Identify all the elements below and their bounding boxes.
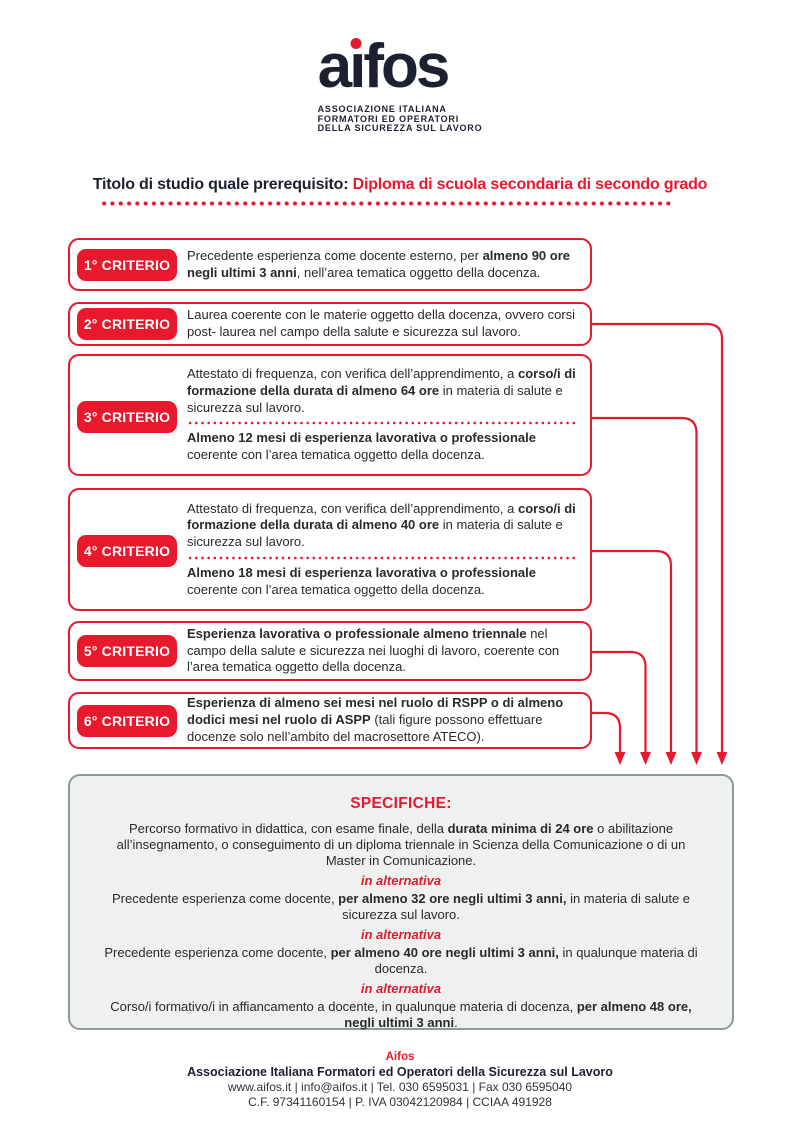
criterion-6-paragraph: Esperienza di almeno sei mesi nel ruolo …	[187, 695, 564, 744]
criterion-4-text: Attestato di frequenza, con verifica del…	[187, 490, 578, 609]
logo-red-dot-icon	[350, 38, 362, 49]
specifiche-box: SPECIFICHE: Percorso formativo in didatt…	[68, 774, 734, 1030]
criterion-5-paragraph: Esperienza lavorativa o professionale al…	[187, 625, 560, 675]
criterion-3-paragraph-1: Attestato di frequenza, con verifica del…	[187, 366, 576, 415]
connector-criterion-4	[592, 549, 673, 752]
criterion-box-4: 4° CRITERIO Attestato di frequenza, con …	[68, 488, 592, 611]
arrowhead-icon	[716, 752, 728, 765]
in-alternativa-label-1: in alternativa	[360, 872, 442, 888]
specifiche-paragraph-3: Precedente esperienza come docente, per …	[104, 945, 698, 976]
criterion-5-text: Esperienza lavorativa o professionale al…	[187, 623, 578, 679]
criterion-2-paragraph: Laurea coerente con le materie oggetto d…	[187, 307, 576, 339]
criterion-2-badge: 2° CRITERIO	[77, 308, 177, 340]
criterion-4-badge: 4° CRITERIO	[77, 535, 177, 567]
criterion-3-badge: 3° CRITERIO	[77, 401, 177, 433]
criterion-3-text: Attestato di frequenza, con verifica del…	[187, 356, 578, 474]
specifiche-paragraph-4: Corso/i formativo/i in affiancamento a d…	[110, 999, 692, 1030]
criterion-5-badge: 5° CRITERIO	[77, 635, 177, 667]
tagline-line-3: DELLA SICUREZZA SUL LAVORO	[317, 123, 483, 134]
specifiche-paragraph-2: Precedente esperienza come docente, per …	[111, 891, 691, 922]
criterion-3-dotted-separator	[187, 421, 578, 426]
tagline-line-2: FORMATORI ED OPERATORI	[317, 113, 460, 124]
connector-criterion-2	[592, 322, 724, 752]
footer-fiscal-data: C.F. 97341160154 | P. IVA 03042120984 | …	[248, 1095, 552, 1109]
criterion-6-text: Esperienza di almeno sei mesi nel ruolo …	[187, 694, 578, 747]
footer-contacts: www.aifos.it | info@aifos.it | Tel. 030 …	[227, 1080, 573, 1094]
arrowhead-icon	[691, 752, 702, 765]
footer: Aifos Associazione Italiana Formatori ed…	[0, 1051, 800, 1110]
criterion-3-paragraph-2: Almeno 12 mesi di esperienza lavorativa …	[187, 430, 536, 463]
footer-organization: Associazione Italiana Formatori ed Opera…	[187, 1065, 613, 1079]
criterion-box-3: 3° CRITERIO Attestato di frequenza, con …	[68, 354, 592, 476]
in-alternativa-label-2: in alternativa	[360, 926, 442, 942]
arrowhead-icon	[665, 752, 677, 765]
connector-criterion-6	[592, 711, 622, 752]
connector-criterion-3	[592, 416, 698, 752]
connector-criterion-5	[592, 650, 647, 752]
criterion-1-badge: 1° CRITERIO	[77, 248, 177, 281]
criterion-box-2: 2° CRITERIO Laurea coerente con le mater…	[68, 302, 592, 346]
criterion-4-paragraph-2: Almeno 18 mesi di esperienza lavorativa …	[187, 564, 536, 597]
title-highlight: Diploma di scuola secondaria di secondo …	[352, 176, 708, 193]
criterion-1-paragraph: Precedente esperienza come docente ester…	[187, 247, 571, 280]
logo-letter-i: ı	[349, 32, 366, 101]
logo-letter-a: a	[317, 32, 353, 101]
in-alternativa-label-3: in alternativa	[360, 980, 442, 996]
criterion-box-6: 6° CRITERIO Esperienza di almeno sei mes…	[68, 692, 592, 749]
criterion-6-badge: 6° CRITERIO	[77, 704, 177, 737]
page-title: Titolo di studio quale prerequisito: Dip…	[0, 176, 800, 194]
criterion-1-text: Precedente esperienza come docente ester…	[187, 240, 578, 289]
arrowhead-icon	[640, 752, 651, 765]
criterion-2-text: Laurea coerente con le materie oggetto d…	[187, 304, 578, 344]
arrowhead-icon	[614, 752, 626, 765]
criterion-4-paragraph-1: Attestato di frequenza, con verifica del…	[187, 500, 576, 550]
criterion-box-5: 5° CRITERIO Esperienza lavorativa o prof…	[68, 621, 592, 681]
criterion-box-1: 1° CRITERIO Precedente esperienza come d…	[68, 238, 592, 291]
specifiche-title: SPECIFICHE:	[350, 795, 452, 812]
logo-tagline: ASSOCIAZIONE ITALIANA FORMATORI ED OPERA…	[317, 104, 483, 134]
footer-brand: Aifos	[385, 1051, 415, 1063]
title-prefix: Titolo di studio quale prerequisito:	[92, 176, 353, 193]
criterion-4-dotted-separator	[187, 555, 578, 560]
specifiche-paragraph-1: Percorso formativo in didattica, con esa…	[116, 821, 686, 868]
tagline-line-1: ASSOCIAZIONE ITALIANA	[317, 104, 447, 114]
logo-letters-fos: fos	[363, 32, 450, 101]
title-dotted-rule	[100, 200, 674, 207]
